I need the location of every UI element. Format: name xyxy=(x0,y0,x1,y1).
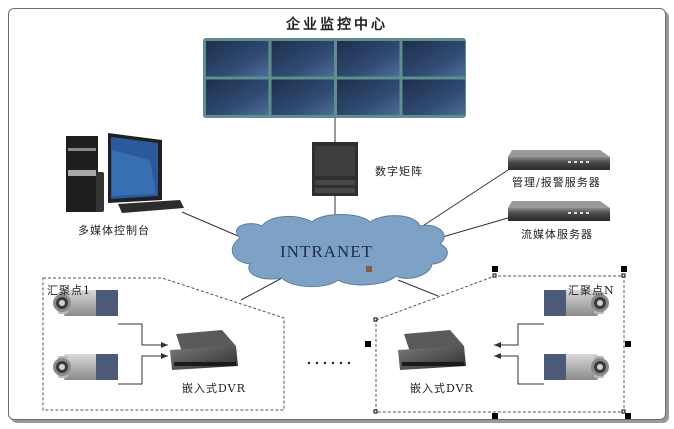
camera xyxy=(544,354,609,380)
dvr-device-1 xyxy=(170,330,238,370)
video-wall-screen xyxy=(337,79,400,115)
diagram-title: 企业监控中心 xyxy=(286,17,388,33)
video-wall-screen xyxy=(271,41,334,77)
group1-label: 汇聚点1 xyxy=(47,284,91,297)
camera xyxy=(53,290,118,316)
mgmt-server xyxy=(508,150,610,170)
video-wall-screen xyxy=(337,41,400,77)
matrix-label: 数字矩阵 xyxy=(375,165,423,178)
camera-link xyxy=(494,353,544,385)
camera-link xyxy=(118,353,168,385)
mgmt-server-label: 管理/报警服务器 xyxy=(512,176,601,189)
link-console-cloud xyxy=(181,211,239,237)
console-pc xyxy=(66,133,184,213)
stream-server-label: 流媒体服务器 xyxy=(521,228,593,241)
group1-boundary xyxy=(42,277,285,411)
dvr-device-n xyxy=(398,330,466,370)
dvr1-label: 嵌入式DVR xyxy=(182,382,246,395)
groupN-label: 汇聚点N xyxy=(568,284,615,297)
video-wall-screen xyxy=(402,79,465,115)
video-wall xyxy=(203,38,466,118)
camera xyxy=(53,354,118,380)
stream-server xyxy=(508,201,610,221)
connections xyxy=(181,117,509,301)
console-label: 多媒体控制台 xyxy=(78,224,150,237)
intranet-cloud xyxy=(231,214,448,288)
video-wall-screen xyxy=(206,79,269,115)
link-cloud-group1 xyxy=(240,277,283,301)
groupN-boundary xyxy=(375,275,625,413)
selection-handles[interactable] xyxy=(365,266,631,419)
matrix-device xyxy=(312,142,358,196)
camera-link xyxy=(118,323,168,348)
intranet-label: INTRANET xyxy=(280,242,373,261)
video-wall-screen xyxy=(402,41,465,77)
video-wall-screen xyxy=(206,41,269,77)
link-cloud-groupN xyxy=(397,279,439,297)
camera xyxy=(544,290,609,316)
ellipsis-dots xyxy=(307,361,351,365)
link-mgmt-cloud xyxy=(411,169,509,234)
camera-link xyxy=(494,323,544,348)
dvrN-label: 嵌入式DVR xyxy=(410,382,474,395)
video-wall-screen xyxy=(271,79,334,115)
